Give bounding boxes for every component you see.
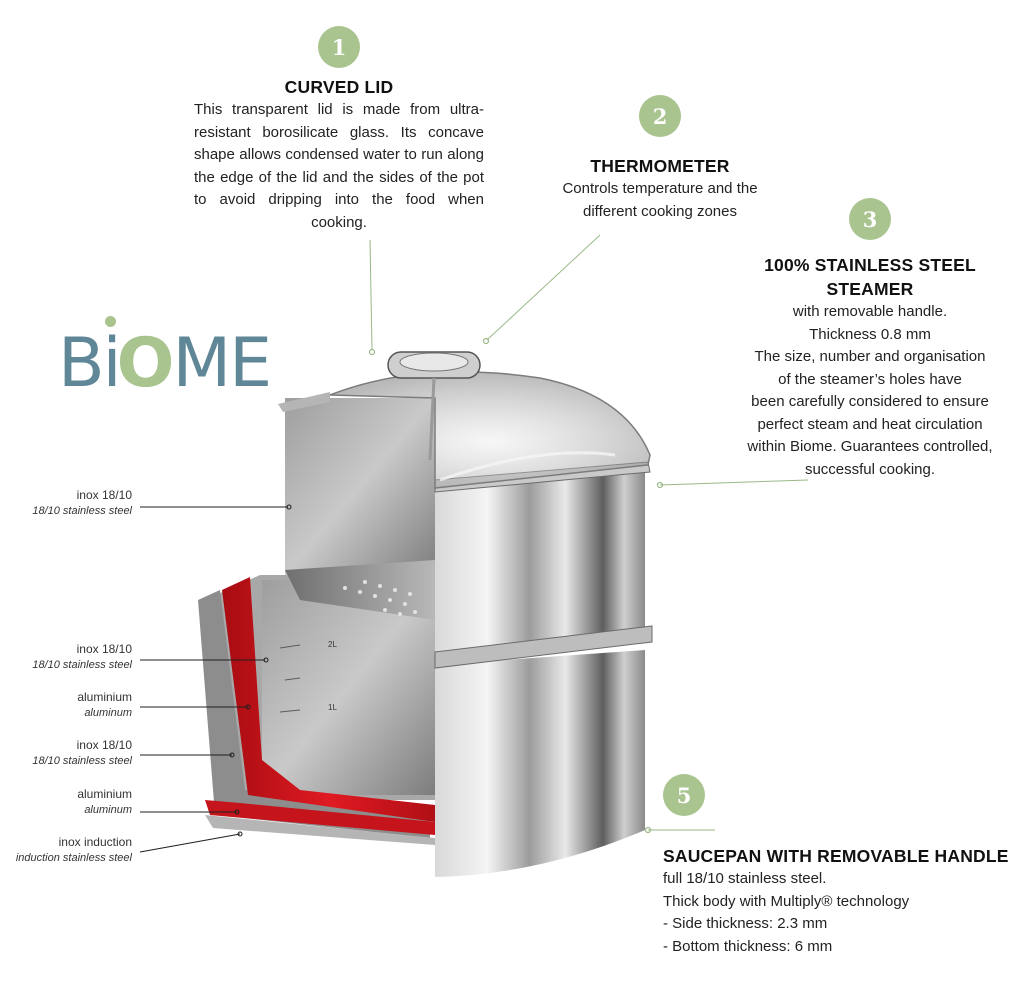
layer-leaders [139,506,288,853]
steamer-rim [278,392,330,412]
callout-badge-3: 3 [849,198,891,240]
callout-thermometer: THERMOMETER Controls temperature and the… [530,154,790,223]
callout-line: of the steamer’s holes have [778,370,962,388]
cutaway-aluminium-base [205,800,435,835]
cutaway-aluminium-wall [222,577,435,822]
callout-badge-2: 2 [639,95,681,137]
cutaway-induction-base [205,815,435,845]
callout-line: full 18/10 stainless steel. [663,870,827,887]
callout-line: - Bottom thickness: 6 mm [663,937,833,955]
callout-title: THERMOMETER [590,156,730,176]
thermometer-dial [399,352,469,372]
callout-title: 100% STAINLESS STEEL [764,255,976,275]
callout-line: - Side thickness: 2.3 mm [663,915,828,932]
callout-line: The size, number and organisation [754,348,986,365]
saucepan-outer-body [435,650,645,877]
callout-saucepan: SAUCEPAN WITH REMOVABLE HANDLE full 18/1… [663,844,1009,958]
callout-title: SAUCEPAN WITH REMOVABLE HANDLE [663,846,1009,866]
scale-mark-2l: 2L [328,640,337,649]
callout-line: Thickness 0.8 mm [809,325,931,343]
callout-line: different cooking zones [583,202,737,220]
callout-badge-5: 5 [663,774,705,816]
callout-line: within Biome. Guarantees controlled, [747,438,993,455]
thermometer-probe [428,377,436,461]
callout-title: STEAMER [826,279,914,299]
callout-line: been carefully considered to ensure [751,393,989,410]
callout-line: Thick body with Multiply® technology [663,892,910,910]
callout-line: Controls temperature and the [562,180,758,197]
callout-leaders [369,234,809,831]
saucepan-rim [434,625,653,669]
callout-line: successful cooking. [804,460,936,478]
steamer-inner-wall [285,398,435,575]
steamer-outer-body [435,470,645,655]
callout-line: with removable handle. [792,303,948,320]
logo-dot [104,316,116,327]
scale-mark-1l: 1L [328,703,337,712]
callout-line: perfect steam and heat circulation [757,415,983,433]
callout-body: This transparent lid is made from ultra-… [194,101,484,231]
callout-curved-lid: CURVED LID This transparent lid is made … [194,75,484,234]
glass-lid [329,371,651,489]
callout-badge-1: 1 [318,26,360,68]
callout-steamer: 100% STAINLESS STEEL STEAMER with remova… [715,253,1024,481]
callout-title: CURVED LID [284,77,394,97]
